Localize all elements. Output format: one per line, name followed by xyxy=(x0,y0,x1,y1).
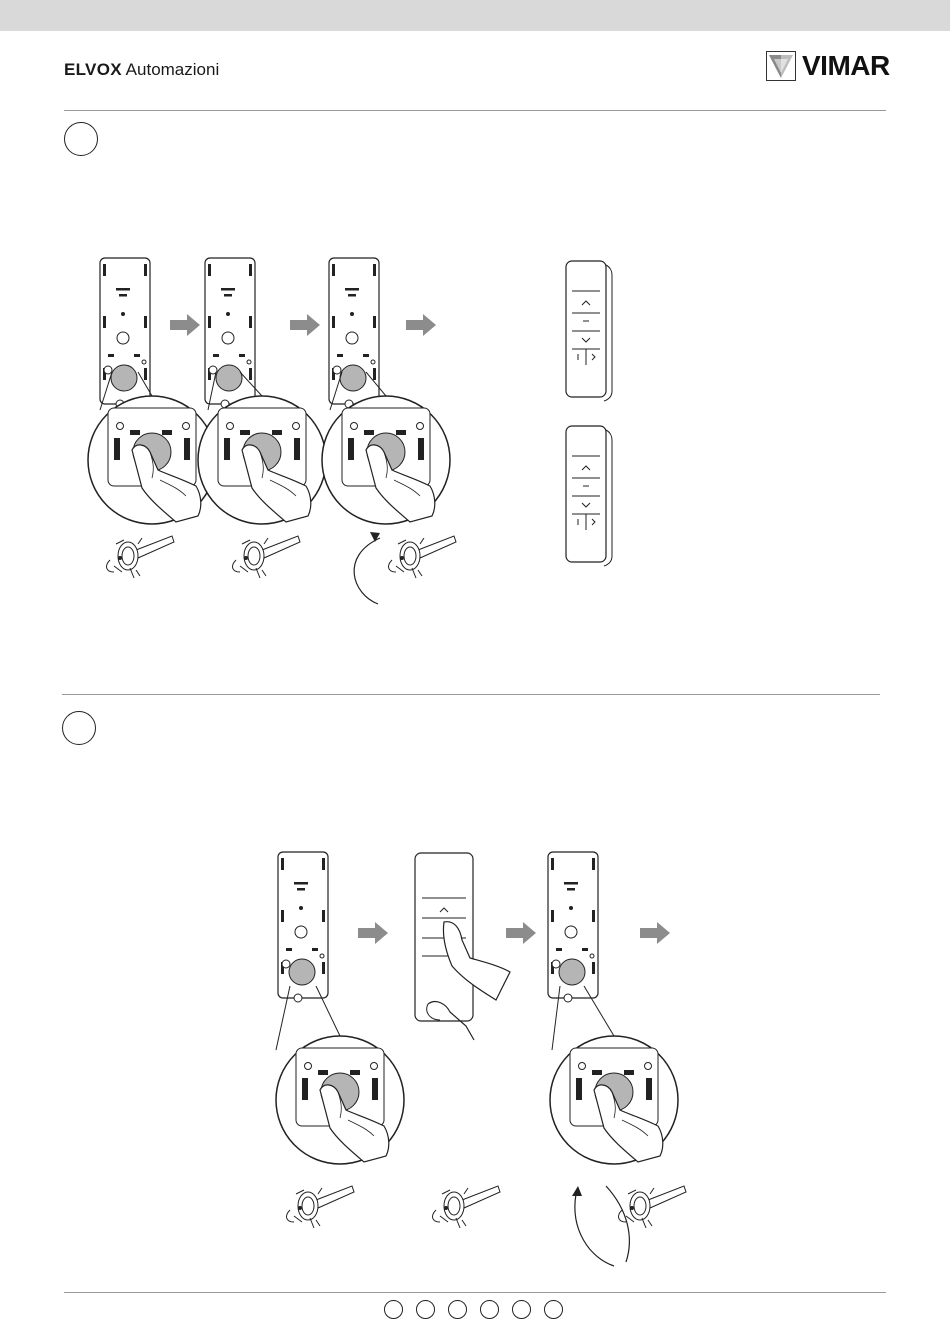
step1-arrow-1 xyxy=(170,314,200,336)
step1-remote-back-2 xyxy=(205,258,255,408)
step1-motor-3 xyxy=(389,536,456,578)
step2-remote-front-pressed xyxy=(415,853,510,1040)
step2-motor-3 xyxy=(619,1186,686,1228)
step2-rotation-arrow-icon xyxy=(572,1186,629,1266)
step1-zoom-2 xyxy=(198,396,326,524)
step1-motor-2 xyxy=(233,536,300,578)
step1-zoom-3 xyxy=(322,396,450,524)
step1-zoom-1 xyxy=(88,396,216,524)
step1-arrow-2 xyxy=(290,314,320,336)
step2-remote-back-2 xyxy=(548,852,598,1002)
step2-arrow-3 xyxy=(640,922,670,944)
step2-remote-back-1 xyxy=(278,852,328,1002)
step1-rotation-arrow-icon xyxy=(354,532,380,604)
step2-arrow-2 xyxy=(506,922,536,944)
step1-remote-front-1 xyxy=(566,261,612,401)
step1-remote-front-2 xyxy=(566,426,612,566)
step1-motor-1 xyxy=(107,536,174,578)
step2-zoom-2 xyxy=(550,1036,678,1164)
step2-motor-2 xyxy=(433,1186,500,1228)
step2-motor-1 xyxy=(287,1186,354,1228)
step1-remote-back-3 xyxy=(329,258,379,408)
step2-arrow-1 xyxy=(358,922,388,944)
step1-arrow-3 xyxy=(406,314,436,336)
step2-zoom-1 xyxy=(276,1036,404,1164)
